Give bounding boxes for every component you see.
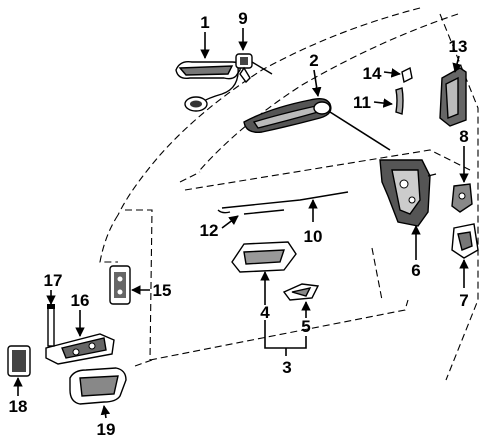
callout-7: 7 — [459, 291, 468, 310]
callout-labels: 1 9 2 13 14 11 8 12 10 6 7 15 17 16 4 5 … — [9, 9, 469, 439]
callout-19: 19 — [97, 420, 116, 439]
lock-knob-rod — [395, 66, 413, 115]
lower-hinge — [45, 333, 115, 365]
callout-8: 8 — [459, 127, 468, 146]
lock-guard — [439, 67, 467, 127]
callout-14: 14 — [363, 64, 382, 83]
handle-bezel — [282, 283, 320, 301]
callout-10: 10 — [304, 227, 323, 246]
hinge-plate — [109, 265, 131, 305]
callout-4: 4 — [260, 303, 270, 322]
callout-17: 17 — [44, 271, 63, 290]
striker — [451, 223, 479, 259]
callout-18: 18 — [9, 397, 28, 416]
leader-lines — [13, 28, 469, 419]
callout-6: 6 — [411, 261, 420, 280]
latch-rod-upper — [329, 111, 391, 151]
remote-rod — [217, 191, 349, 214]
callout-12: 12 — [200, 221, 219, 240]
inside-handle — [243, 97, 332, 133]
callout-3: 3 — [282, 358, 291, 377]
callout-15: 15 — [153, 281, 172, 300]
door-check — [69, 367, 127, 405]
callout-5: 5 — [301, 317, 310, 336]
short-rod — [243, 209, 285, 215]
door-switch — [7, 345, 31, 377]
striker-bracket — [451, 183, 473, 213]
callout-13: 13 — [449, 37, 468, 56]
callout-9: 9 — [238, 9, 247, 28]
callout-2: 2 — [309, 51, 318, 70]
door-outline — [99, 7, 479, 381]
inside-remote-handle — [231, 241, 297, 273]
callout-1: 1 — [200, 13, 209, 32]
callout-11: 11 — [353, 93, 371, 112]
lock-cylinder — [235, 53, 273, 84]
hinge-pin — [47, 304, 55, 347]
door-latch — [379, 159, 437, 227]
outside-handle — [175, 60, 242, 112]
callout-16: 16 — [71, 291, 90, 310]
